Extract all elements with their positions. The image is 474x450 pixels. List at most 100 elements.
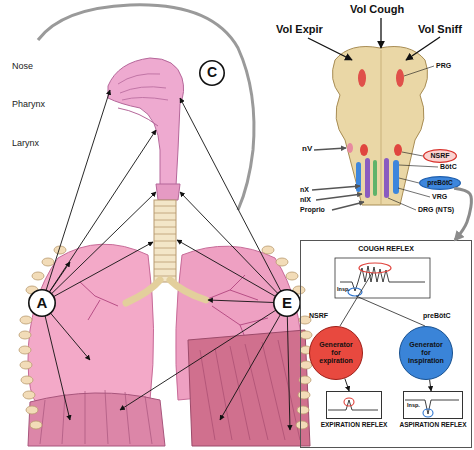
node-outline: [400, 327, 453, 380]
nerve-arrow: [316, 194, 362, 200]
prg-nucleus: [358, 69, 366, 87]
label-text: nV: [302, 145, 312, 153]
label-text: Pharynx: [12, 100, 45, 109]
midline-groove: [381, 50, 382, 204]
node-text: COUGH REFLEX: [301, 245, 471, 253]
afferent-arrow: [177, 240, 287, 303]
generator-circle: preBötCGenerator for inspiration: [399, 326, 453, 380]
nerve-arrow: [312, 186, 360, 190]
rib: [21, 376, 33, 384]
leader-line: [402, 152, 423, 156]
drg-column: [365, 158, 370, 198]
inspiratory-highlight: [348, 288, 362, 296]
diaphragm-striations: [40, 390, 152, 444]
node-text: EXPIRATION REFLEX: [321, 421, 388, 428]
rib: [30, 421, 42, 429]
chest-wall-muscle: [188, 330, 310, 446]
label-text: Larynx: [12, 139, 39, 148]
label-text: Vol Expir: [276, 24, 323, 35]
larynx: [156, 184, 180, 200]
rib: [297, 406, 309, 414]
node-text: preBötC: [419, 176, 461, 190]
rib: [32, 272, 44, 280]
trachea: [154, 200, 176, 282]
node-text: Generator for inspiration: [399, 326, 453, 380]
label-text: nX: [300, 186, 309, 193]
reflex-panel: COUGH REFLEX NSRFGenerator for expiration…: [300, 240, 472, 448]
afferent-arrows: [42, 90, 290, 430]
expiratory-highlight: [359, 263, 391, 273]
node-outline: [420, 177, 461, 190]
generator-link: [356, 296, 425, 326]
rib: [23, 391, 35, 399]
nsrf-nucleus: [394, 144, 402, 156]
leader-line: [399, 165, 438, 167]
prg-nucleus: [396, 69, 404, 87]
connector-arrow: [430, 380, 432, 391]
afferent-arrow: [287, 303, 290, 430]
node-text: ASPIRATION REFLEX: [399, 421, 466, 428]
node-text: E: [273, 289, 301, 317]
nts-column: [373, 160, 377, 196]
nasal-turbinates: [118, 74, 168, 100]
vrg-column: [393, 160, 399, 194]
rib: [262, 246, 274, 254]
rib: [300, 361, 312, 369]
afferent-arrow: [42, 303, 70, 420]
label-text: Nose: [12, 62, 33, 71]
nucleus-oval: preBötC: [419, 176, 461, 190]
node-outline: [200, 61, 224, 85]
brainstem: [332, 47, 427, 206]
inspiratory-highlight: [423, 409, 433, 417]
label-text: VRG: [432, 193, 447, 200]
reflex-traces: [328, 398, 459, 417]
vrg-column: [356, 162, 361, 192]
rib: [276, 258, 288, 266]
rib: [20, 361, 32, 369]
nasal-pharynx-airway: [108, 58, 184, 186]
label-text: nIX: [300, 196, 311, 203]
rib-beads: [19, 246, 312, 429]
generator-circle: NSRFGenerator for expiration: [309, 326, 363, 380]
afferent-arrow: [42, 130, 156, 303]
leader-line: [388, 198, 416, 210]
label-text: DRG (NTS): [418, 206, 454, 213]
trace-line: [405, 400, 459, 414]
label-text: Insp.: [337, 287, 350, 293]
node-text: C: [199, 60, 225, 86]
rib: [20, 316, 32, 324]
head-outline: [38, 5, 254, 210]
trace-box: EXPIRATION REFLEX: [326, 391, 382, 419]
rib: [26, 406, 38, 414]
afferent-arrow: [220, 303, 287, 420]
trace-frame: [335, 258, 430, 298]
label-text: BötC: [440, 163, 457, 170]
node-outline: [310, 327, 363, 380]
rib: [296, 421, 308, 429]
leader-line: [398, 188, 430, 197]
expiratory-highlight: [344, 398, 354, 406]
nerve-arrow: [332, 202, 364, 210]
cough-trace: [335, 258, 430, 326]
connector-arrow: [454, 188, 471, 240]
brainstem-body: [332, 47, 427, 206]
leader-line: [404, 66, 434, 76]
trigeminal-nucleus: [347, 143, 353, 153]
rib: [19, 346, 31, 354]
afferent-arrow: [42, 242, 153, 303]
callout-circle: C: [199, 60, 225, 86]
label-text: Proprio: [300, 206, 325, 213]
palate: [118, 108, 158, 126]
tracheal-rings: [154, 206, 176, 276]
drg-column: [384, 158, 389, 198]
node-outline: [29, 290, 55, 316]
label-text: Vol Sniff: [418, 24, 462, 35]
callout-circle: A: [28, 289, 56, 317]
generator-link: [340, 273, 372, 326]
nucleus-oval: NSRF: [423, 149, 457, 163]
afferent-arrow: [42, 192, 156, 303]
connector-arrow: [345, 379, 349, 391]
